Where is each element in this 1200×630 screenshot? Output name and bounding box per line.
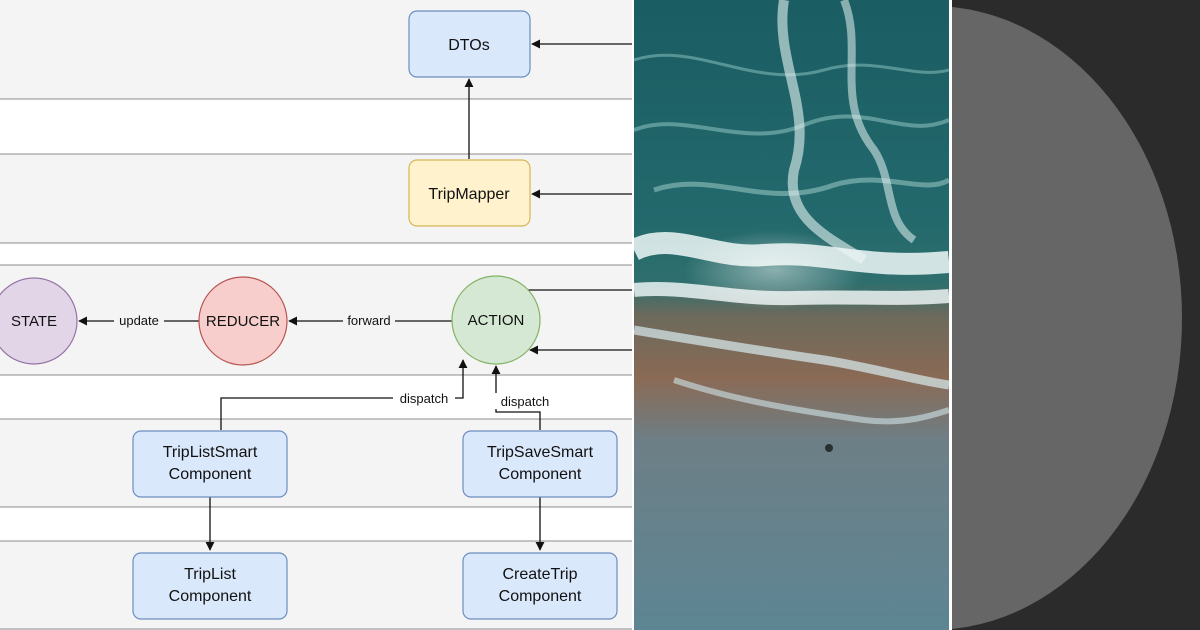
node-create-trip-line2: Component — [499, 588, 582, 605]
node-action-label: ACTION — [468, 312, 525, 329]
edge-list-smart-dispatch — [220, 359, 468, 430]
node-trip-save-smart-box — [462, 430, 618, 498]
node-trip-list: TripList Component — [132, 552, 288, 620]
node-dtos-box — [408, 10, 531, 78]
node-dtos: DTOs — [408, 10, 531, 78]
gray-disc-panel — [952, 0, 1200, 630]
node-reducer-circle — [198, 276, 288, 366]
gray-disc — [952, 7, 1182, 629]
diagram-canvas: update forward dispatch dispatch DTOs Tr… — [0, 0, 632, 630]
node-trip-list-smart-line1: TripListSmart — [163, 444, 258, 461]
edge-label-update: update — [119, 313, 159, 328]
node-trip-mapper: TripMapper — [408, 159, 531, 227]
node-trip-save-smart-line1: TripSaveSmart — [487, 444, 594, 461]
disc-art — [952, 7, 1182, 629]
node-create-trip-line1: CreateTrip — [503, 566, 578, 583]
edge-label-bg — [343, 312, 395, 329]
edge-label-bg — [494, 393, 556, 409]
edge-label-dispatch-right: dispatch — [501, 394, 549, 409]
node-reducer: REDUCER — [198, 276, 288, 366]
node-trip-save-smart: TripSaveSmart Component — [462, 430, 618, 498]
edge-label-bg — [114, 312, 164, 329]
ocean-water — [634, 0, 949, 630]
node-state-circle — [0, 277, 78, 365]
node-state: STATE — [0, 277, 78, 365]
nodes: DTOs TripMapper STATE REDUCER ACTION Tri… — [0, 10, 618, 620]
edge-save-smart-dispatch — [491, 365, 541, 430]
edge-label-forward: forward — [347, 313, 390, 328]
node-state-label: STATE — [11, 313, 57, 330]
node-reducer-label: REDUCER — [206, 313, 280, 330]
node-trip-mapper-label: TripMapper — [428, 186, 510, 203]
edge-label-dispatch-left: dispatch — [400, 391, 448, 406]
surf-foam — [634, 0, 949, 425]
node-trip-list-smart-box — [132, 430, 288, 498]
lane-mapper — [0, 154, 632, 243]
node-trip-list-line2: Component — [169, 588, 252, 605]
architecture-diagram: update forward dispatch dispatch DTOs Tr… — [0, 0, 632, 630]
ocean-photo-art — [634, 0, 949, 630]
node-trip-mapper-box — [408, 159, 531, 227]
node-trip-list-line1: TripList — [184, 566, 236, 583]
node-trip-list-smart: TripListSmart Component — [132, 430, 288, 498]
beach-figure — [825, 444, 833, 452]
node-trip-save-smart-line2: Component — [499, 466, 582, 483]
node-create-trip-box — [462, 552, 618, 620]
ocean-aerial-photo — [634, 0, 949, 630]
node-action: ACTION — [451, 275, 541, 365]
node-dtos-label: DTOs — [448, 37, 489, 54]
edge-labels: update forward dispatch dispatch — [114, 312, 556, 409]
lane-dtos — [0, 0, 632, 99]
node-trip-list-box — [132, 552, 288, 620]
node-trip-list-smart-line2: Component — [169, 466, 252, 483]
node-action-circle — [451, 275, 541, 365]
node-create-trip: CreateTrip Component — [462, 552, 618, 620]
edge-label-bg — [393, 390, 455, 406]
